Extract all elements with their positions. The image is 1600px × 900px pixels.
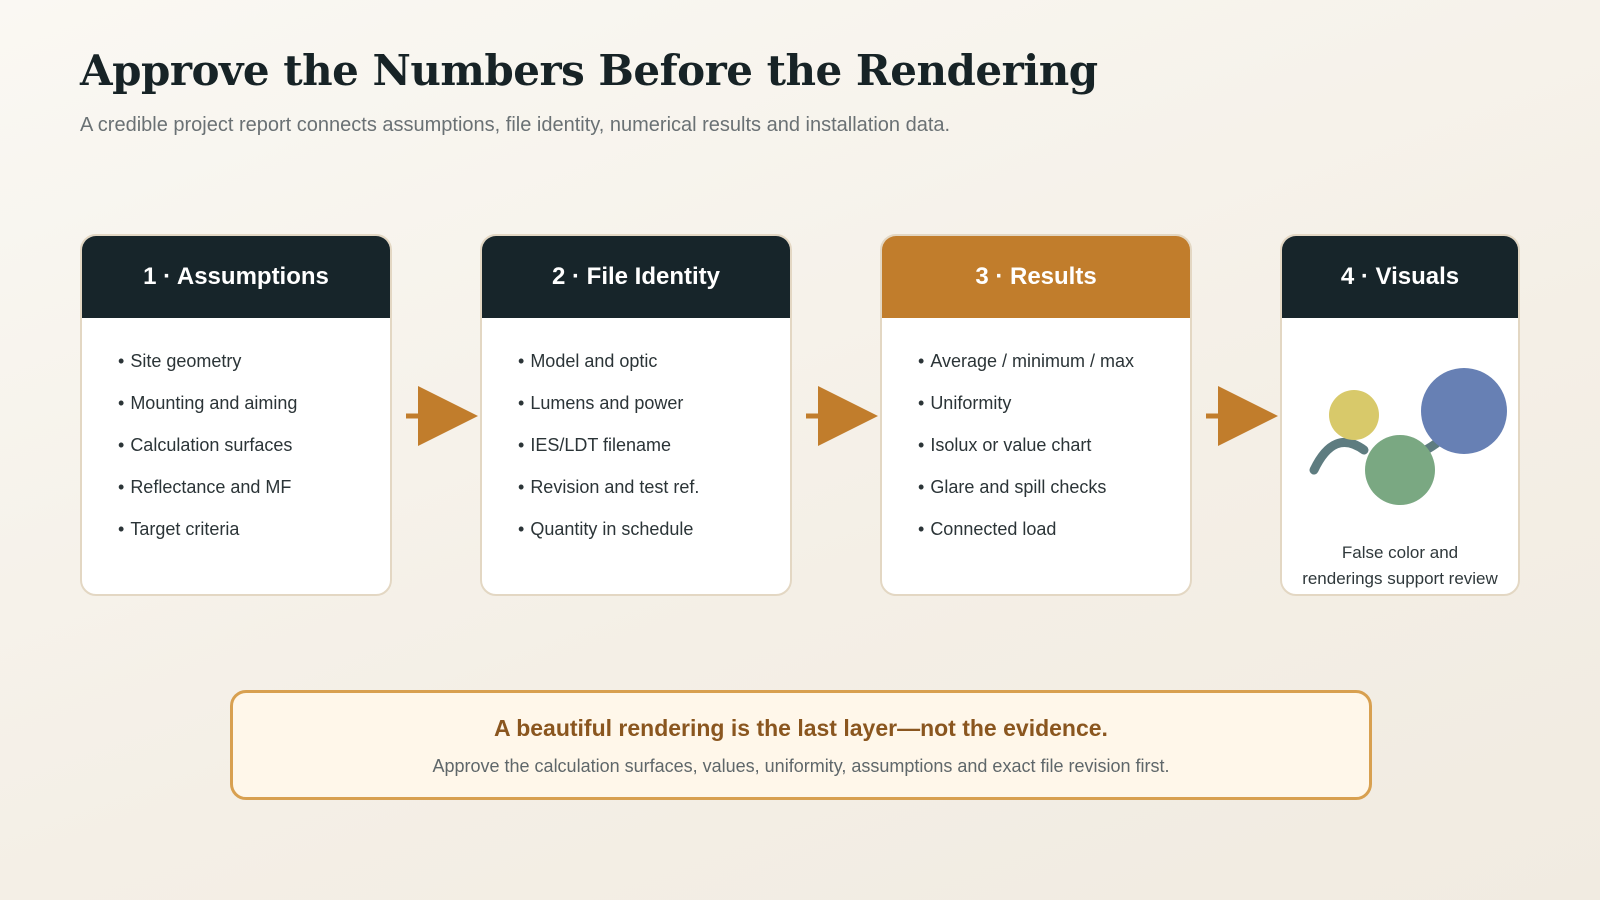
visuals-caption: False color and renderings support revie…: [1282, 540, 1518, 592]
step-header-visuals: 4 · Visuals: [1282, 236, 1518, 318]
step-card-visuals: 4 · Visuals False color and renderings s…: [1280, 234, 1520, 596]
list-item: Target criteria: [118, 516, 390, 558]
callout-title: A beautiful rendering is the last layer—…: [494, 715, 1108, 741]
list-item: Mounting and aiming: [118, 390, 390, 432]
step-header-results: 3 · Results: [882, 236, 1190, 318]
list-item: Lumens and power: [518, 390, 790, 432]
step-card-results: 3 · Results Average / minimum / max Unif…: [880, 234, 1192, 596]
step-list-results: Average / minimum / max Uniformity Isolu…: [882, 318, 1190, 558]
list-item: IES/LDT filename: [518, 432, 790, 474]
list-item: Quantity in schedule: [518, 516, 790, 558]
connector-arc-left: [1309, 437, 1369, 475]
step-card-file-identity: 2 · File Identity Model and optic Lumens…: [480, 234, 792, 596]
visuals-caption-line2: renderings support review: [1302, 569, 1498, 588]
page-title: Approve the Numbers Before the Rendering: [80, 46, 1098, 95]
callout-box: A beautiful rendering is the last layer—…: [230, 690, 1372, 800]
yellow-circle: [1329, 390, 1379, 440]
list-item: Model and optic: [518, 348, 790, 390]
callout-body: Approve the calculation surfaces, values…: [432, 756, 1170, 776]
page-subtitle: A credible project report connects assum…: [80, 114, 951, 136]
list-item: Uniformity: [918, 390, 1190, 432]
list-item: Calculation surfaces: [118, 432, 390, 474]
step-list-file-identity: Model and optic Lumens and power IES/LDT…: [482, 318, 790, 558]
visuals-illustration: [1309, 368, 1507, 505]
arrow-right-icon: [1206, 386, 1278, 446]
step-header-assumptions: 1 · Assumptions: [82, 236, 390, 318]
list-item: Revision and test ref.: [518, 474, 790, 516]
list-item: Site geometry: [118, 348, 390, 390]
arrow-right-icon: [806, 386, 878, 446]
list-item: Isolux or value chart: [918, 432, 1190, 474]
step-header-file-identity: 2 · File Identity: [482, 236, 790, 318]
blue-circle: [1421, 368, 1507, 454]
step-list-assumptions: Site geometry Mounting and aiming Calcul…: [82, 318, 390, 558]
list-item: Glare and spill checks: [918, 474, 1190, 516]
step-card-assumptions: 1 · Assumptions Site geometry Mounting a…: [80, 234, 392, 596]
visuals-caption-line1: False color and: [1341, 543, 1459, 562]
list-item: Reflectance and MF: [118, 474, 390, 516]
green-circle: [1365, 435, 1435, 505]
arrow-right-icon: [406, 386, 478, 446]
list-item: Connected load: [918, 516, 1190, 558]
list-item: Average / minimum / max: [918, 348, 1190, 390]
